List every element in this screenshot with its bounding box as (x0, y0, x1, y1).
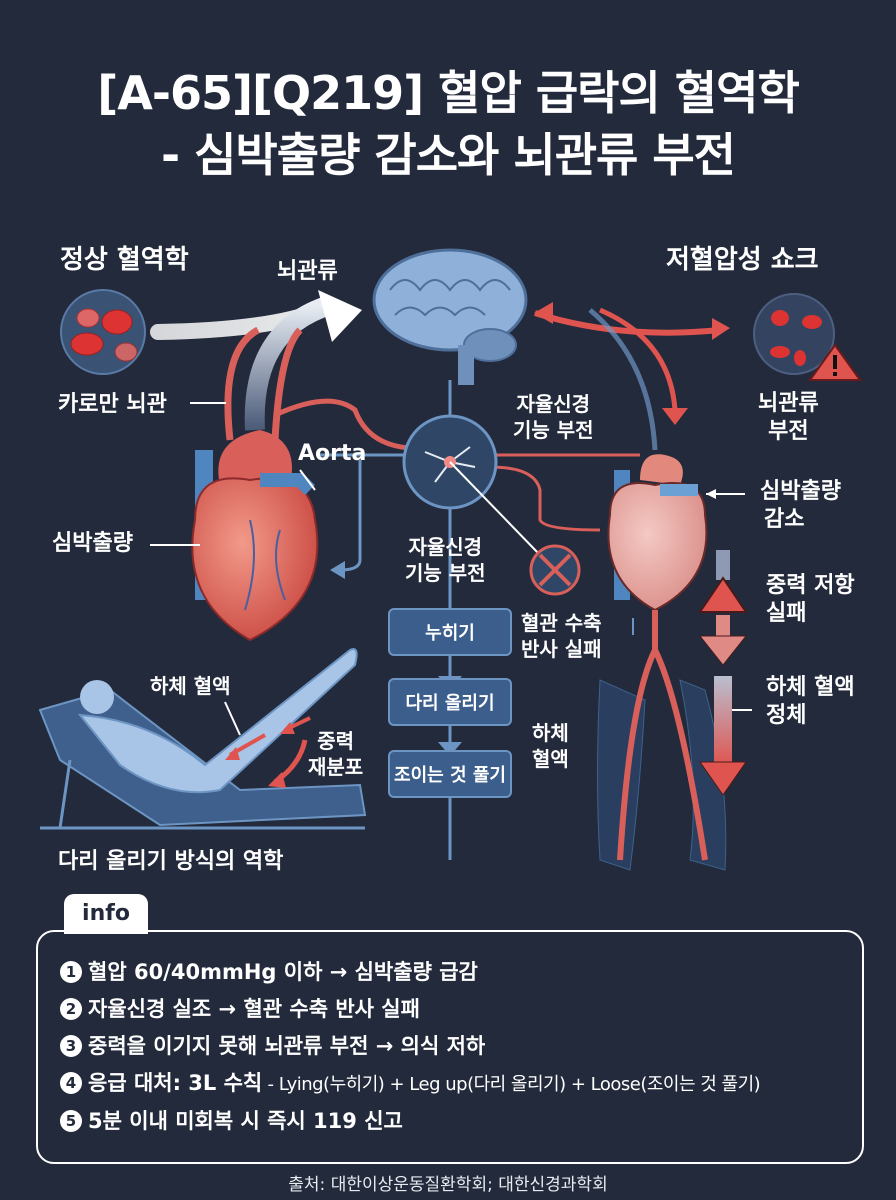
flow-step-lying: 누히기 (388, 608, 512, 656)
gravity-failure-label: 중력 저항 실패 (766, 573, 855, 626)
normal-hemodynamics-heading: 정상 혈역학 (60, 245, 189, 275)
ans-failure-top-label: 자율신경 기능 부전 (513, 392, 594, 442)
warning-icon (808, 343, 862, 381)
carotid-label: 카로만 뇌관 (58, 392, 167, 417)
source-citation: 출처: 대한이상운동질환학회; 대한신경과학회 (288, 1175, 608, 1195)
brain-icon (372, 248, 528, 385)
heart-normal-icon (150, 430, 362, 642)
flow-step-leg-up: 다리 올리기 (388, 678, 512, 726)
title-line-2: - 심박출량 감소와 뇌관류 부전 (161, 128, 736, 182)
hypotensive-shock-heading: 저혈압성 쇼크 (666, 245, 819, 275)
number-badge-icon: 5 (60, 1110, 82, 1132)
stasis-arrow (699, 676, 752, 796)
patient-leg-raise-icon (38, 648, 367, 830)
number-badge-icon: 1 (60, 961, 82, 983)
number-badge-icon: 2 (60, 998, 82, 1020)
page-title: [A-65][Q219] 혈압 급락의 혈역학 - 심박출량 감소와 뇌관류 부… (0, 62, 896, 186)
number-badge-icon: 3 (60, 1035, 82, 1057)
gravity-redistribution-label: 중력 재분포 (308, 729, 364, 779)
vasoconstriction-failure-label: 혈관 수축 반사 실패 (521, 611, 602, 661)
hemodynamics-illustration (38, 248, 862, 871)
blood-cells-normal-icon (60, 289, 146, 375)
blood-stasis-label: 하체 혈액 정체 (766, 675, 855, 728)
heart-shock-icon (607, 454, 745, 612)
cerebral-failure-label: 뇌관류 부전 (758, 391, 819, 444)
cerebral-flow-label: 뇌관류 (277, 259, 338, 284)
gravity-failure-arrow (698, 550, 748, 666)
lower-body-blood-label: 하체 혈액 (150, 674, 231, 698)
nerve-icon (318, 414, 640, 556)
co-decrease-label: 심박출량 감소 (760, 479, 841, 532)
number-badge-icon: 4 (60, 1072, 82, 1094)
blood-cells-shock-icon (753, 293, 835, 375)
aorta-label: Aorta (298, 441, 367, 466)
lower-blood-center-label: 하체 혈액 (532, 721, 569, 771)
title-line-1: [A-65][Q219] 혈압 급락의 혈역학 (97, 66, 800, 120)
ans-failure-mid-label: 자율신경 기능 부전 (405, 535, 486, 585)
cardiac-output-label: 심박출량 (52, 531, 133, 556)
leg-raise-caption: 다리 올리기 방식의 역학 (58, 849, 284, 874)
info-tab: info (64, 894, 148, 934)
legs-vessels-icon (597, 610, 727, 871)
flow-step-loosen: 조이는 것 풀기 (388, 750, 512, 798)
blocked-vasoconstriction-icon (529, 544, 581, 596)
